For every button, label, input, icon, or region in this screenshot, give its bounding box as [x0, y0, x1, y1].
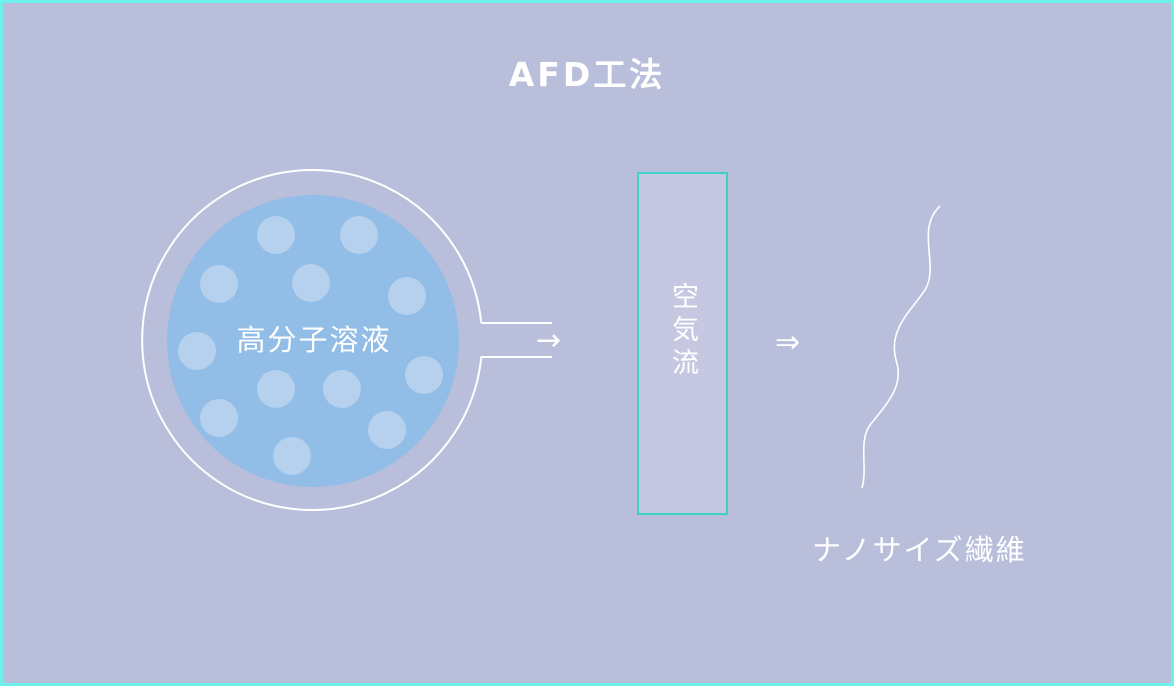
droplet	[388, 277, 426, 315]
vessel-outline	[141, 169, 552, 511]
droplet	[257, 370, 295, 408]
droplet	[368, 411, 406, 449]
droplet	[200, 399, 238, 437]
droplet	[323, 370, 361, 408]
airflow-box: 空気流	[637, 172, 728, 515]
double-arrow-right-icon: ⇒	[775, 325, 801, 360]
droplet	[273, 437, 311, 475]
droplet	[257, 216, 295, 254]
nanofiber-label: ナノサイズ繊維	[812, 533, 1027, 567]
diagram-title: AFD工法	[508, 55, 666, 94]
droplet	[178, 332, 216, 370]
nanofiber-strand	[861, 205, 941, 489]
solution-label: 高分子溶液	[236, 323, 391, 357]
solution-droplets	[178, 216, 443, 475]
droplet	[200, 265, 238, 303]
arrow-right-icon: →	[536, 323, 562, 358]
droplet	[340, 216, 378, 254]
droplet	[292, 264, 330, 302]
airflow-label: 空気流	[667, 282, 698, 381]
droplet	[405, 356, 443, 394]
